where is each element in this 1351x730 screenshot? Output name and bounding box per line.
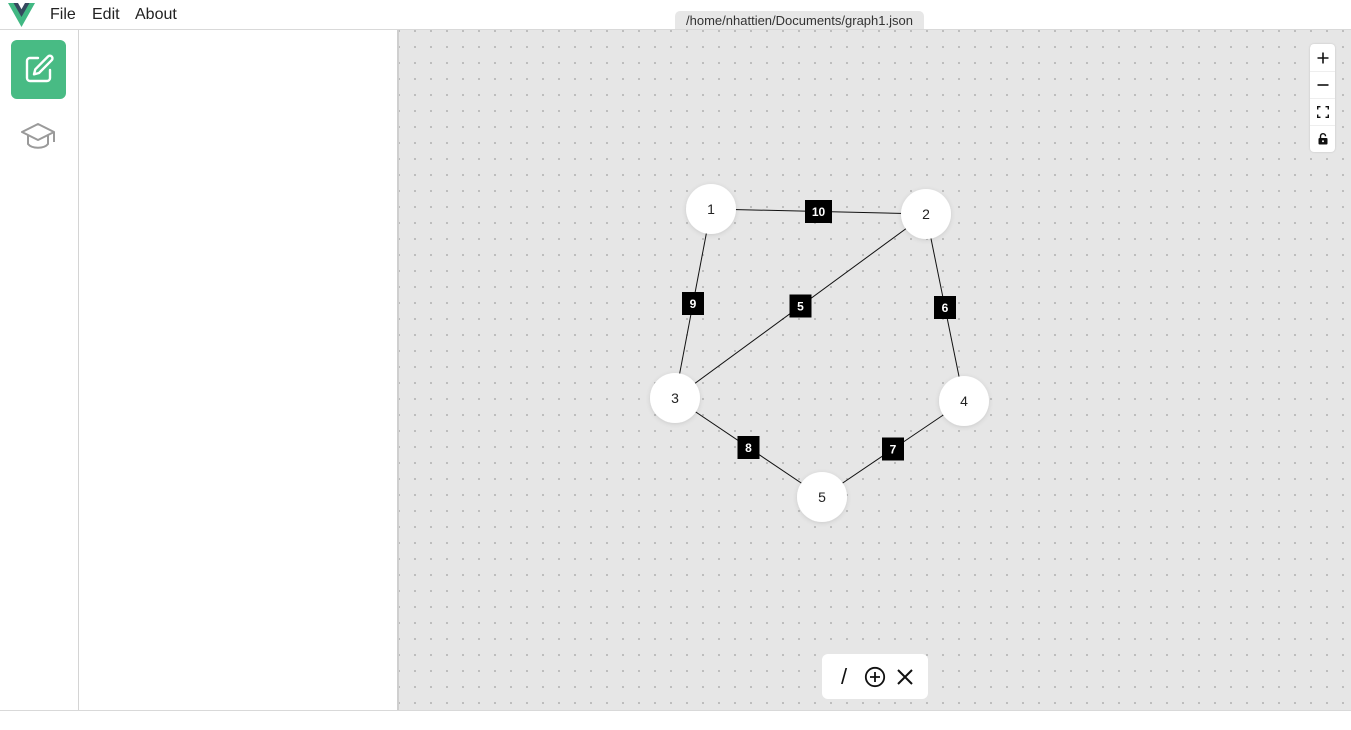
zoom-out-button[interactable] (1310, 71, 1335, 99)
graduation-cap-icon (21, 123, 55, 149)
node-circle[interactable] (797, 472, 847, 522)
draw-edge-label: / (840, 664, 848, 689)
node-circle[interactable] (650, 373, 700, 423)
edit-toolbar: / (822, 654, 928, 699)
edge-weight-label: 6 (942, 301, 949, 315)
edge-1-2[interactable]: 10 (710, 200, 927, 223)
add-node-button[interactable] (863, 665, 887, 689)
zoom-in-icon (1317, 52, 1328, 63)
fit-view-icon (1316, 105, 1329, 118)
edge-weight-label: 10 (812, 205, 826, 219)
edge-weight-badge[interactable] (789, 294, 812, 318)
graph-canvas[interactable]: 10 9 5 6 8 7 1 2 3 4 5 / (399, 30, 1351, 710)
edge-layer: 10 9 5 6 8 7 (674, 200, 965, 498)
edge-weight-badge[interactable] (934, 296, 956, 319)
side-panel (79, 30, 399, 710)
lock-button[interactable] (1310, 125, 1335, 152)
edge-weight-label: 7 (890, 443, 897, 457)
learn-mode-button[interactable] (19, 120, 57, 154)
activity-rail (0, 30, 79, 710)
pencil-square-icon (25, 54, 54, 83)
node-label: 5 (818, 489, 826, 505)
status-bar (0, 710, 1351, 730)
node-label: 4 (960, 393, 968, 409)
node-label: 2 (922, 206, 930, 222)
plus-circle-icon (864, 666, 886, 688)
edge-weight-badge[interactable] (882, 437, 904, 461)
menu-about[interactable]: About (135, 6, 177, 23)
vue-logo-icon (8, 3, 35, 27)
delete-button[interactable] (893, 665, 917, 689)
node-5[interactable]: 5 (797, 472, 847, 522)
edge-weight-badge[interactable] (805, 200, 832, 223)
file-path-tab[interactable]: /home/nhattien/Documents/graph1.json (675, 11, 924, 29)
view-controls (1310, 44, 1335, 152)
lock-icon (1318, 132, 1327, 144)
draw-edge-button[interactable]: / (832, 665, 856, 689)
menu-edit[interactable]: Edit (92, 6, 120, 23)
menu-bar: File Edit About /home/nhattien/Documents… (0, 0, 1351, 30)
edge-weight-badge[interactable] (682, 292, 704, 315)
node-4[interactable]: 4 (939, 376, 989, 426)
edit-mode-button[interactable] (11, 40, 66, 99)
close-icon (897, 669, 913, 685)
graph-svg[interactable]: 10 9 5 6 8 7 1 2 3 4 5 (399, 30, 1351, 710)
edge-1-3[interactable]: 9 (674, 208, 712, 399)
edge-weight-label: 9 (690, 297, 697, 311)
zoom-in-button[interactable] (1310, 44, 1335, 72)
node-circle[interactable] (686, 184, 736, 234)
edge-weight-label: 8 (745, 441, 752, 455)
fit-view-button[interactable] (1310, 98, 1335, 126)
edge-weight-badge[interactable] (737, 436, 760, 459)
node-label: 3 (671, 390, 679, 406)
menu-file[interactable]: File (50, 6, 76, 23)
node-layer: 1 2 3 4 5 (650, 184, 989, 522)
node-circle[interactable] (901, 189, 951, 239)
node-1[interactable]: 1 (686, 184, 736, 234)
node-circle[interactable] (939, 376, 989, 426)
node-2[interactable]: 2 (901, 189, 951, 239)
edge-4-5[interactable]: 7 (821, 400, 965, 498)
node-label: 1 (707, 201, 715, 217)
edge-2-4[interactable]: 6 (925, 213, 965, 402)
node-3[interactable]: 3 (650, 373, 700, 423)
edge-3-5[interactable]: 8 (674, 397, 823, 498)
edge-2-3[interactable]: 5 (674, 213, 927, 399)
zoom-out-icon (1317, 83, 1328, 86)
edge-weight-label: 5 (797, 300, 804, 314)
